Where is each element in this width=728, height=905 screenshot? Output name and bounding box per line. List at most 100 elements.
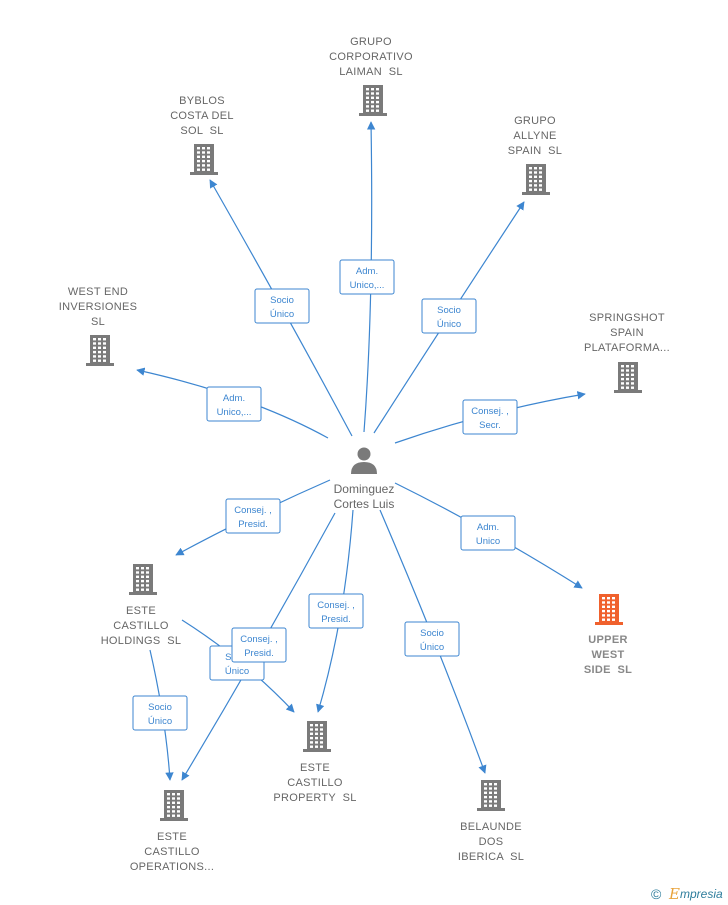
- edge-label-box: [254, 288, 310, 324]
- company-node-grupo-corporativo-laiman[interactable]: GRUPO CORPORATIVO LAIMAN SL: [329, 36, 413, 116]
- edge-label-text: Presid.: [238, 519, 268, 530]
- center-label-line-2: Cortes Luis: [334, 497, 395, 511]
- company-label-line: CASTILLO: [144, 846, 200, 858]
- edge-label-text: Secr.: [479, 420, 501, 431]
- watermark[interactable]: © E mpresia: [651, 885, 723, 903]
- company-label-line: ESTE: [300, 762, 330, 774]
- edge-label-text: Socio: [437, 305, 461, 316]
- company-label-line: IBERICA SL: [458, 851, 524, 863]
- company-label-line: SOL SL: [180, 125, 223, 137]
- edge-label-to-springshot[interactable]: Consej. , Secr.: [462, 399, 518, 435]
- company-label-line: CASTILLO: [113, 620, 169, 632]
- building-icon: [86, 335, 114, 366]
- company-label-line: GRUPO: [350, 36, 392, 48]
- edge-label-box: [339, 259, 395, 295]
- company-label-line: OPERATIONS...: [130, 861, 214, 873]
- edge-label-text: Consej. ,: [471, 406, 509, 417]
- company-node-west-end-inversiones[interactable]: WEST END INVERSIONES SL: [59, 286, 138, 366]
- edge-label-text: Unico,...: [217, 407, 252, 418]
- building-icon: [190, 144, 218, 175]
- edge-label-text: Único: [225, 666, 249, 677]
- edge-label-box: [231, 627, 287, 663]
- company-label-line: BYBLOS: [179, 95, 225, 107]
- company-label-line: LAIMAN SL: [339, 66, 403, 78]
- company-label-line: CORPORATIVO: [329, 51, 413, 63]
- company-node-este-castillo-operations[interactable]: ESTECASTILLOOPERATIONS...: [130, 790, 214, 873]
- edge-label-text: Único: [420, 642, 444, 653]
- edge-label-to-holdings[interactable]: Consej. , Presid.: [225, 498, 281, 534]
- company-node-byblos-costa-del-sol[interactable]: BYBLOS COSTA DEL SOL SL: [170, 95, 234, 175]
- edge-label-text: Consej. ,: [234, 505, 272, 516]
- edge-label-to-upperwest[interactable]: Adm.Unico: [460, 515, 516, 551]
- edge-label-to-operations[interactable]: Consej. , Presid.: [231, 627, 287, 663]
- company-label-line: SL: [91, 316, 105, 328]
- company-label-line: SPRINGSHOT: [589, 312, 665, 324]
- edge-label-box: [404, 621, 460, 657]
- edge-label-box: [206, 386, 262, 422]
- edge-label-text: Adm.: [356, 266, 378, 277]
- building-icon: [522, 164, 550, 195]
- edge-label-text: Único: [148, 716, 172, 727]
- edge-label-to-laiman[interactable]: Adm. Unico,...: [339, 259, 395, 295]
- company-label-line: INVERSIONES: [59, 301, 138, 313]
- company-label-line: SIDE SL: [584, 664, 632, 676]
- edge-label-box: [421, 298, 477, 334]
- nodes-layer: GRUPO CORPORATIVO LAIMAN SL BYBLOS COSTA DEL…: [59, 36, 670, 873]
- company-label-line: COSTA DEL: [170, 110, 234, 122]
- edge-label-text: Único: [437, 319, 461, 330]
- brand-initial: E: [668, 885, 680, 903]
- edge-label-text: Presid.: [321, 614, 351, 625]
- company-node-este-castillo-property[interactable]: ESTE CASTILLO PROPERTY SL: [273, 721, 356, 804]
- edge-label-box: [462, 399, 518, 435]
- edge-label-text: Adm.: [223, 393, 245, 404]
- edge-label-text: Adm.: [477, 522, 499, 533]
- company-label-line: SPAIN: [610, 327, 644, 339]
- company-label-line: SPAIN SL: [508, 145, 562, 157]
- company-label-line: BELAUNDE: [460, 821, 522, 833]
- company-label-line: WEST END: [68, 286, 128, 298]
- edge-label-text: Presid.: [244, 648, 274, 659]
- center-label-line-1: Dominguez: [334, 482, 395, 496]
- edge-label-text: Socio: [148, 702, 172, 713]
- company-label-line: HOLDINGS SL: [101, 635, 182, 647]
- edge-label-text: Socio: [270, 295, 294, 306]
- company-node-springshot-spain-plataforma[interactable]: SPRINGSHOT SPAIN PLATAFORMA...: [584, 312, 670, 393]
- company-label-line: PLATAFORMA...: [584, 342, 670, 354]
- edge-label-to-property[interactable]: Consej. , Presid.: [308, 593, 364, 629]
- company-label-line: PROPERTY SL: [273, 792, 356, 804]
- edge-label-text: Consej. ,: [240, 634, 278, 645]
- copyright-symbol: ©: [651, 886, 662, 902]
- brand-name: mpresia: [680, 887, 723, 901]
- building-icon: [477, 780, 505, 811]
- company-node-belaunde-dos-iberica[interactable]: BELAUNDE DOS IBERICA SL: [458, 780, 524, 863]
- building-icon: [614, 362, 642, 393]
- edge-label-box: [132, 695, 188, 731]
- edge-label-box: [460, 515, 516, 551]
- edge-label-text: Único: [270, 309, 294, 320]
- building-icon: [160, 790, 188, 821]
- edge-label-text: Unico,...: [350, 280, 385, 291]
- edge-label-box: [308, 593, 364, 629]
- building-icon: [303, 721, 331, 752]
- center-person[interactable]: Dominguez Cortes Luis: [334, 447, 395, 512]
- company-label-line: CASTILLO: [287, 777, 343, 789]
- building-icon: [129, 564, 157, 595]
- company-node-upper-west-side[interactable]: UPPER WEST SIDE SL: [584, 594, 632, 676]
- company-label-line: DOS: [479, 836, 504, 848]
- company-label-line: GRUPO: [514, 115, 556, 127]
- person-icon: [351, 447, 377, 474]
- company-label-line: UPPER: [588, 634, 627, 646]
- company-label-line: WEST: [592, 649, 625, 661]
- edge-label-text: Consej. ,: [317, 600, 355, 611]
- building-icon: [595, 594, 623, 625]
- edge-label-box: [225, 498, 281, 534]
- edge-label-to-westend[interactable]: Adm. Unico,...: [206, 386, 262, 422]
